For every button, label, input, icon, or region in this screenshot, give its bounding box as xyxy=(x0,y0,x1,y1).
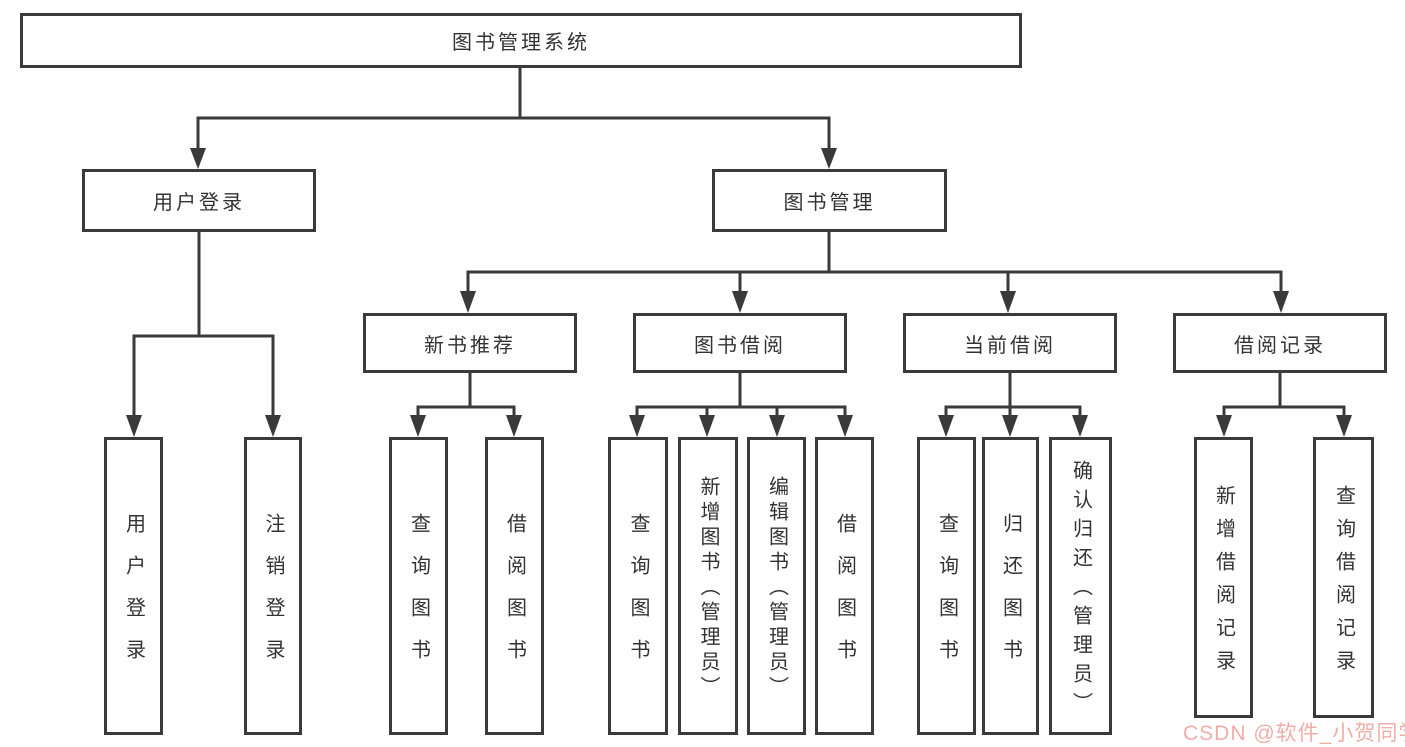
connector-new-book-recommend-to-children xyxy=(410,373,522,437)
node-book-management: 图书管理 xyxy=(712,169,947,232)
arrow-down-icon xyxy=(732,291,748,313)
leaf-query-books-recommend: 查询图书 xyxy=(389,437,448,735)
arrow-down-icon xyxy=(1216,415,1232,437)
arrow-down-icon xyxy=(410,415,426,437)
arrow-down-icon xyxy=(837,415,853,437)
connector-borrow-records-to-children xyxy=(1216,373,1352,437)
connector-line xyxy=(132,232,275,416)
arrow-down-icon xyxy=(126,415,142,437)
node-user-login: 用户登录 xyxy=(82,169,316,232)
node-new-book-recommend: 新书推荐 xyxy=(363,313,577,373)
arrow-down-icon xyxy=(1273,291,1289,313)
connector-line xyxy=(466,232,1283,292)
node-book-borrow: 图书借阅 xyxy=(633,313,847,373)
connector-user-login-to-children xyxy=(126,232,281,437)
leaf-query-books-current: 查询图书 xyxy=(917,437,976,735)
arrow-down-icon xyxy=(506,415,522,437)
leaf-borrow-books-recommend: 借阅图书 xyxy=(485,437,544,735)
connector-book-borrow-to-children xyxy=(629,373,853,437)
arrow-down-icon xyxy=(938,415,954,437)
node-borrow-records: 借阅记录 xyxy=(1173,313,1387,373)
arrow-down-icon xyxy=(821,148,837,169)
connector-root-to-level2 xyxy=(190,68,837,169)
leaf-confirm-return-admin: 确认归还（管理员） xyxy=(1049,437,1112,735)
connector-line xyxy=(1222,373,1346,416)
connector-book-management-to-level3 xyxy=(460,232,1289,313)
leaf-edit-book-admin: 编辑图书（管理员） xyxy=(747,437,806,735)
leaf-user-login: 用户登录 xyxy=(104,437,163,735)
arrow-down-icon xyxy=(1072,415,1088,437)
csdn-watermark: CSDN @软件_小贺同学 xyxy=(1183,722,1405,745)
leaf-query-borrow-record: 查询借阅记录 xyxy=(1313,437,1374,718)
arrow-down-icon xyxy=(1336,415,1352,437)
arrow-down-icon xyxy=(460,291,476,313)
leaf-return-book: 归还图书 xyxy=(982,437,1039,735)
connector-line xyxy=(196,68,831,150)
arrow-down-icon xyxy=(769,415,785,437)
arrow-down-icon xyxy=(1002,415,1018,437)
leaf-query-books-borrow: 查询图书 xyxy=(608,437,668,735)
arrow-down-icon xyxy=(265,415,281,437)
leaf-borrow-books-borrow: 借阅图书 xyxy=(815,437,874,735)
connector-line xyxy=(635,373,847,416)
arrow-down-icon xyxy=(699,415,715,437)
node-root-system: 图书管理系统 xyxy=(20,13,1022,68)
leaf-add-book-admin: 新增图书（管理员） xyxy=(678,437,738,735)
arrow-down-icon xyxy=(1000,291,1016,313)
arrow-down-icon xyxy=(629,415,645,437)
leaf-add-borrow-record: 新增借阅记录 xyxy=(1194,437,1253,718)
connector-current-borrow-to-children xyxy=(938,373,1088,437)
connector-line xyxy=(944,373,1082,416)
arrow-down-icon xyxy=(190,148,206,169)
connector-line xyxy=(416,373,516,416)
node-current-borrow: 当前借阅 xyxy=(903,313,1117,373)
leaf-logout: 注销登录 xyxy=(244,437,302,735)
